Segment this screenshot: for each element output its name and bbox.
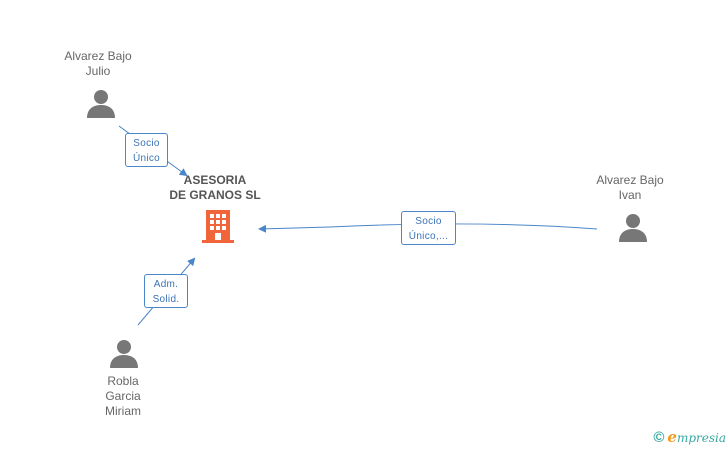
edge-label-line: Único,... xyxy=(408,231,449,242)
building-icon[interactable] xyxy=(201,208,235,244)
person-name-line: Julio xyxy=(85,64,111,78)
edge-label-adm-solid[interactable]: Adm. Solid. xyxy=(144,274,188,308)
brand-footer: © empresia xyxy=(653,428,726,446)
company-name[interactable]: ASESORIA DE GRANOS SL xyxy=(160,173,270,203)
person-name-miriam[interactable]: Robla Garcia Miriam xyxy=(73,374,173,419)
person-name-line: Ivan xyxy=(618,188,642,202)
edge-label-line: Socio xyxy=(133,138,160,149)
person-icon[interactable] xyxy=(617,211,649,243)
brand-name: mpresia xyxy=(676,431,726,445)
person-icon[interactable] xyxy=(85,87,117,119)
company-name-line: DE GRANOS SL xyxy=(169,188,261,202)
person-name-line: Robla xyxy=(107,374,139,388)
person-icon[interactable] xyxy=(108,337,140,369)
person-name-ivan[interactable]: Alvarez Bajo Ivan xyxy=(580,173,680,203)
person-name-julio[interactable]: Alvarez Bajo Julio xyxy=(48,49,148,79)
brand-logo[interactable]: empresia xyxy=(667,428,726,446)
edge-label-line: Adm. xyxy=(153,279,179,290)
company-name-line: ASESORIA xyxy=(183,173,247,187)
person-name-line: Alvarez Bajo xyxy=(64,49,132,63)
copyright-symbol: © xyxy=(653,428,665,446)
edge-label-line: Socio xyxy=(415,216,442,227)
edge-label-line: Solid. xyxy=(152,294,180,305)
edge-label-line: Único xyxy=(132,153,161,164)
edge-ivan-to-company xyxy=(258,223,598,233)
person-name-line: Garcia xyxy=(105,389,141,403)
brand-initial: e xyxy=(667,428,677,446)
edge-label-socio-unico[interactable]: Socio Único xyxy=(125,133,168,167)
person-name-line: Alvarez Bajo xyxy=(596,173,664,187)
person-name-line: Miriam xyxy=(105,404,141,418)
edge-label-socio-unico-multiple[interactable]: Socio Único,... xyxy=(401,211,456,245)
